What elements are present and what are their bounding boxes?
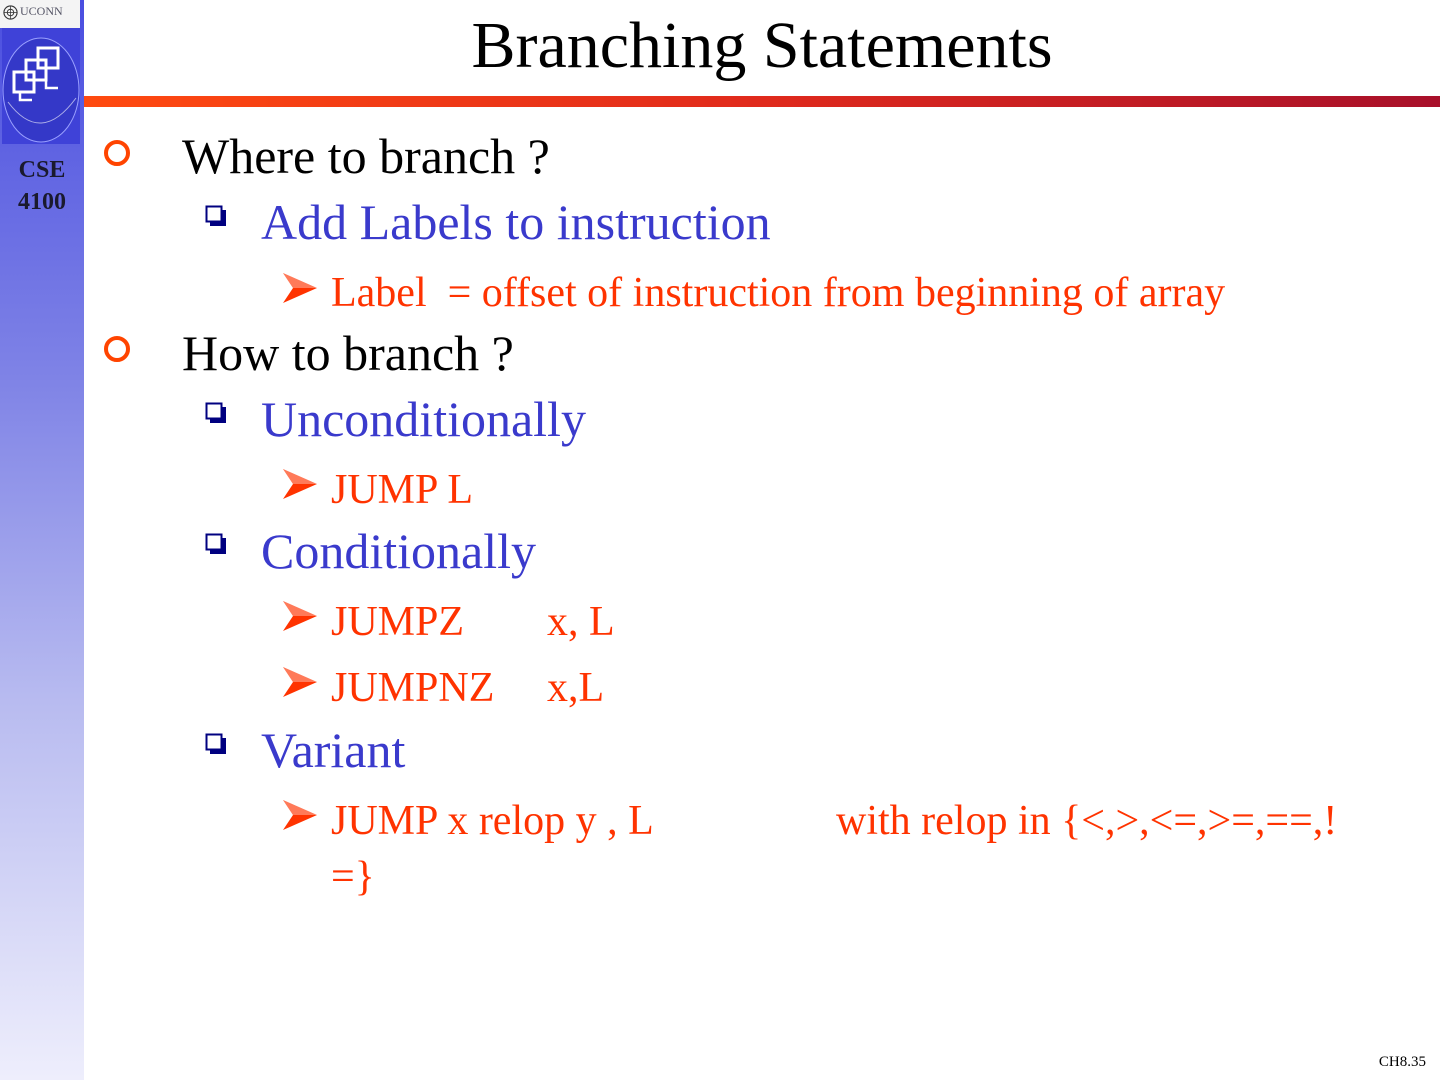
square-bullet-icon bbox=[205, 402, 226, 423]
course-code: CSE 4100 bbox=[0, 154, 84, 218]
variant-relop-note: with relop in {<,>,<=,>=,==,! bbox=[836, 798, 1338, 844]
variant-code: JUMP x relop y , L bbox=[331, 798, 654, 844]
cse-department-logo bbox=[2, 28, 80, 144]
bullet-jump-l: JUMP L bbox=[331, 467, 473, 513]
square-bullet-icon bbox=[205, 205, 226, 226]
bullet-add-labels: Add Labels to instruction bbox=[261, 194, 771, 250]
jumpnz-operands: x,L bbox=[547, 665, 605, 711]
title-underline bbox=[84, 96, 1440, 107]
bullet-variant: Variant bbox=[261, 722, 406, 778]
slide-title: Branching Statements bbox=[471, 9, 1053, 82]
bullet-jumpnz: JUMPNZ x,L bbox=[331, 664, 604, 712]
circle-bullet-icon bbox=[104, 140, 130, 166]
square-bullet-icon bbox=[205, 533, 226, 554]
arrowhead-bullet-icon bbox=[283, 800, 317, 830]
jumpz-opcode: JUMPZ bbox=[331, 599, 465, 645]
course-code-line1: CSE bbox=[18, 157, 66, 183]
bullet-unconditionally: Unconditionally bbox=[261, 391, 586, 447]
arrowhead-bullet-icon bbox=[283, 667, 317, 697]
arrowhead-bullet-icon bbox=[283, 601, 317, 631]
jumpz-operands: x, L bbox=[547, 599, 615, 645]
circle-bullet-icon bbox=[104, 336, 130, 362]
variant-relop-note-continued: =} bbox=[331, 854, 375, 900]
jumpnz-opcode: JUMPNZ bbox=[331, 665, 495, 711]
bullet-conditionally: Conditionally bbox=[261, 523, 536, 579]
bullet-where-to-branch: Where to branch ? bbox=[182, 128, 550, 184]
bullet-label-definition: Label = offset of instruction from begin… bbox=[331, 270, 1226, 316]
square-bullet-icon bbox=[205, 733, 226, 754]
uconn-wordmark: UCONN bbox=[20, 4, 63, 18]
bullet-jumpz: JUMPZ x, L bbox=[331, 598, 615, 646]
course-code-line2: 4100 bbox=[18, 189, 66, 215]
bullet-variant-code: JUMP x relop y , L bbox=[331, 797, 654, 845]
arrowhead-bullet-icon bbox=[283, 273, 317, 303]
uconn-seal-icon bbox=[3, 5, 18, 20]
arrowhead-bullet-icon bbox=[283, 469, 317, 499]
bullet-how-to-branch: How to branch ? bbox=[182, 325, 514, 381]
sidebar: UCONN CSE 4100 bbox=[0, 0, 84, 1080]
page-number: CH8.35 bbox=[1378, 1054, 1426, 1070]
uconn-banner: UCONN bbox=[0, 0, 80, 28]
